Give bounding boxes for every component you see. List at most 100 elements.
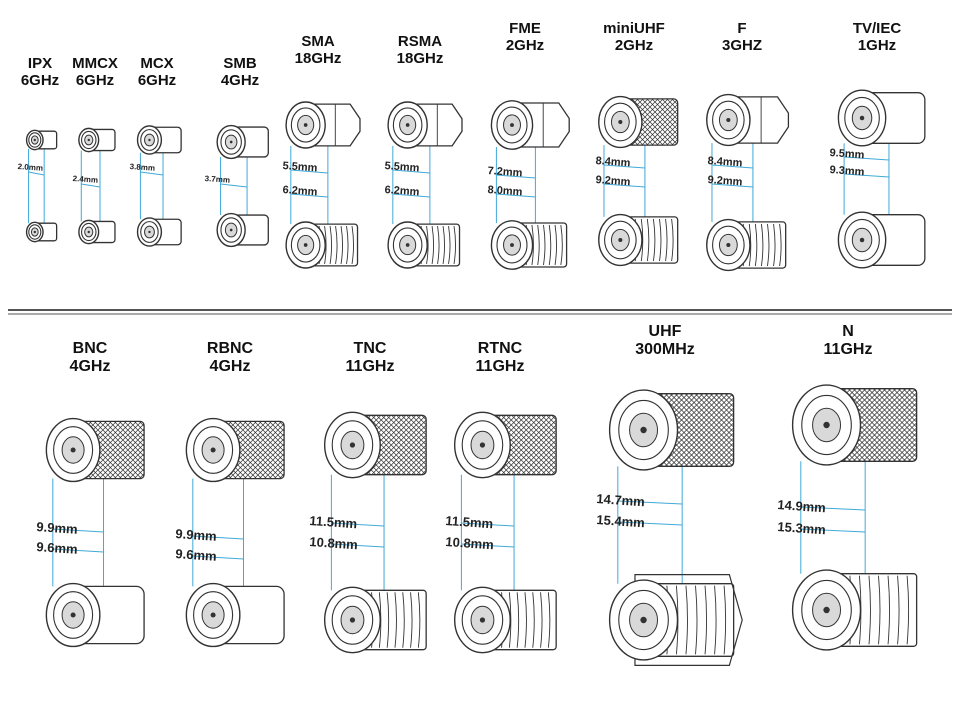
ipx-name: IPX [27, 55, 53, 72]
mmcx-dimension-d1: 2.4mm [72, 174, 99, 185]
miniuhf-dimension-d2: 9.2mm [595, 174, 631, 189]
uhf-dimension-lines [617, 466, 683, 584]
fme-dimension-d1: 7.2mm [487, 165, 523, 180]
rtnc-frequency: 11GHz [475, 358, 525, 376]
smb-male-drawing [216, 124, 269, 160]
rsma-frequency: 18GHz [396, 50, 444, 68]
tnc-male-drawing [323, 411, 427, 479]
fme-frequency: 2GHz [505, 37, 545, 55]
tviec-frequency: 1GHz [857, 37, 897, 55]
bnc-male-drawing [45, 417, 145, 483]
fme-name: FME [509, 20, 541, 37]
n-name: N [842, 323, 854, 340]
rbnc-female-drawing [185, 582, 285, 648]
tnc-name: TNC [353, 340, 387, 357]
smb-dimension-d1: 3.7mm [204, 174, 231, 185]
row-divider [8, 309, 952, 315]
miniuhf-male-drawing [598, 95, 679, 149]
uhf-name: UHF [648, 323, 682, 340]
sma-female-drawing [285, 221, 359, 269]
mcx-male-drawing [136, 125, 182, 155]
ipx-dimension-d1: 2.0mm [17, 162, 44, 173]
mmcx-dimension-lines [80, 150, 101, 222]
rbnc-dimension-d1: 9.9mm [174, 526, 218, 544]
rbnc-frequency: 4GHz [209, 358, 251, 376]
tviec-dimension-lines [843, 143, 890, 215]
smb-female-drawing [216, 212, 269, 248]
rsma-male-drawing [387, 101, 463, 149]
fme-dimension-lines [495, 147, 536, 223]
rbnc-male-drawing [185, 417, 285, 483]
ipx-frequency: 6GHz [20, 72, 60, 90]
sma-name: SMA [301, 33, 335, 50]
tviec-dimension-d1: 9.5mm [829, 147, 865, 162]
n-male-drawing [791, 384, 918, 466]
tviec-female-drawing [837, 211, 926, 269]
n-female-drawing [791, 569, 918, 651]
bnc-dimension-d1: 9.9mm [35, 519, 79, 537]
miniuhf-female-drawing [598, 213, 679, 267]
rbnc-dimension-d2: 9.6mm [174, 546, 218, 564]
ipx-male-drawing [25, 129, 58, 151]
miniuhf-dimension-d1: 8.4mm [595, 155, 631, 170]
rsma-name: RSMA [397, 33, 443, 50]
bnc-name: BNC [72, 340, 108, 357]
f-dimension-d1: 8.4mm [707, 155, 743, 170]
f-male-drawing [706, 93, 790, 147]
uhf-frequency: 300MHz [635, 341, 695, 359]
mcx-name: MCX [140, 55, 174, 72]
n-dimension-lines [800, 461, 866, 574]
mcx-frequency: 6GHz [137, 72, 177, 90]
smb-frequency: 4GHz [220, 72, 260, 90]
smb-dimension-lines [220, 156, 248, 216]
mmcx-male-drawing [78, 127, 116, 153]
miniuhf-name: miniUHF [603, 20, 665, 37]
f-dimension-lines [711, 143, 754, 222]
uhf-female-drawing [608, 574, 743, 666]
sma-dimension-d1: 5.5mm [282, 160, 318, 175]
rsma-dimension-d2: 6.2mm [384, 184, 420, 199]
fme-female-drawing [490, 220, 568, 270]
rsma-dimension-lines [392, 145, 431, 225]
mmcx-frequency: 6GHz [75, 72, 115, 90]
f-female-drawing [706, 218, 787, 272]
tviec-dimension-d2: 9.3mm [829, 164, 865, 179]
tviec-name: TV/IEC [852, 20, 902, 37]
mmcx-female-drawing [78, 219, 116, 245]
miniuhf-dimension-lines [603, 145, 646, 217]
ipx-dimension-lines [28, 148, 45, 224]
tnc-female-drawing [323, 586, 427, 654]
mcx-dimension-lines [139, 152, 164, 220]
mcx-dimension-d1: 3.8mm [129, 162, 156, 173]
n-frequency: 11GHz [823, 341, 873, 359]
bnc-female-drawing [45, 582, 145, 648]
sma-dimension-lines [290, 145, 329, 225]
mmcx-name: MMCX [72, 55, 118, 72]
sma-dimension-d2: 6.2mm [282, 184, 318, 199]
rbnc-name: RBNC [206, 340, 254, 357]
f-name: F [737, 20, 747, 37]
rtnc-name: RTNC [477, 340, 523, 357]
rsma-dimension-d1: 5.5mm [384, 160, 420, 175]
smb-name: SMB [223, 55, 257, 72]
rbnc-dimension-lines [192, 478, 245, 587]
rtnc-male-drawing [453, 411, 557, 479]
tnc-dimension-lines [330, 474, 385, 591]
ipx-female-drawing [25, 221, 58, 243]
f-dimension-d2: 9.2mm [707, 174, 743, 189]
